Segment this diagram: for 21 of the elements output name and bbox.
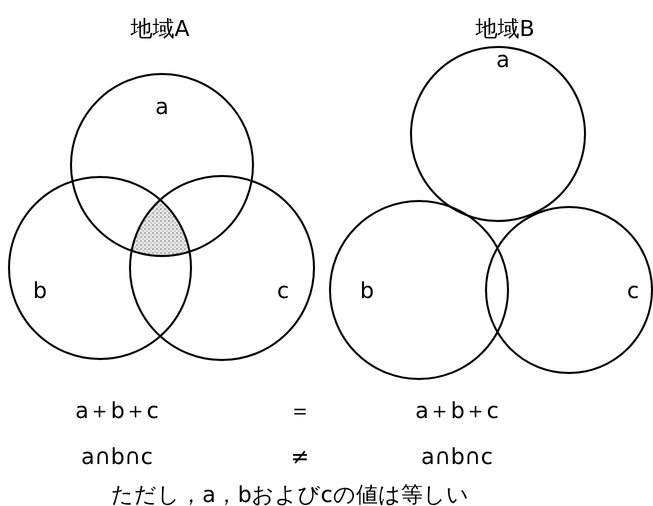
venn-circle bbox=[129, 175, 315, 361]
venn-circle bbox=[410, 46, 586, 222]
set-label: c bbox=[626, 281, 640, 303]
set-label: b bbox=[33, 281, 47, 303]
note-text: ただし，a，bおよびcの値は等しい bbox=[111, 485, 469, 506]
venn-circle bbox=[329, 200, 509, 380]
not-equal-sign: ≠ bbox=[290, 447, 310, 469]
venn-circle bbox=[8, 176, 192, 360]
equation-text: a∩b∩c bbox=[421, 447, 493, 469]
equation-text: a＋b＋c bbox=[415, 401, 499, 423]
set-label: b bbox=[360, 281, 374, 303]
equation-text: a＋b＋c bbox=[75, 401, 159, 423]
set-label: a bbox=[155, 97, 169, 119]
set-label: a bbox=[496, 50, 510, 72]
equation-text: a∩b∩c bbox=[81, 447, 153, 469]
equals-sign: ＝ bbox=[289, 401, 311, 423]
set-label: c bbox=[276, 281, 290, 303]
region-title: 地域A bbox=[130, 19, 190, 41]
venn-circle bbox=[70, 73, 254, 257]
venn-circle bbox=[485, 206, 653, 374]
region-title: 地域B bbox=[475, 19, 535, 41]
